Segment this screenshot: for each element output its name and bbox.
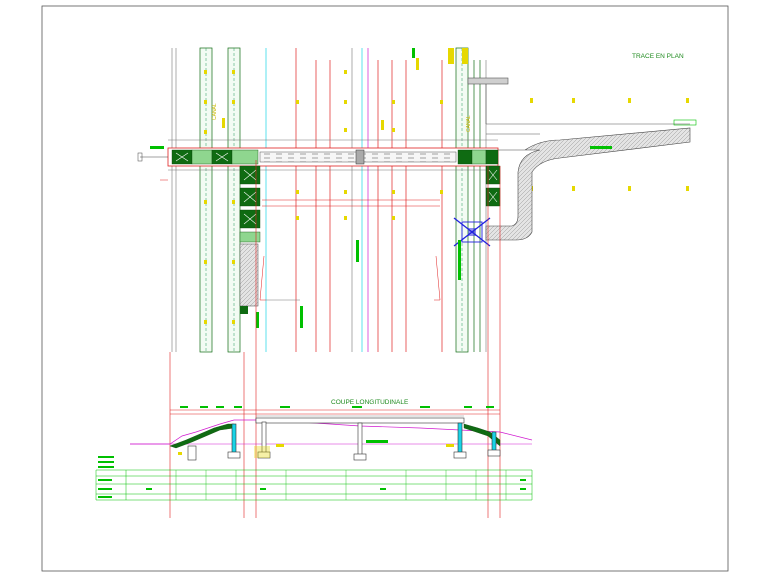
section-dim-labels — [180, 406, 494, 408]
plan-view — [137, 47, 697, 353]
section-view — [95, 160, 533, 518]
canal-label-right: CANAL — [466, 115, 472, 132]
section-title: COUPE LONGITUDINALE — [331, 399, 409, 406]
section-dimension-strip — [170, 409, 500, 415]
profile-table — [95, 456, 533, 501]
right-approach-stair — [463, 423, 501, 447]
plan-road-top — [467, 77, 690, 135]
left-approach-stair — [169, 423, 235, 449]
plan-title: TRACE EN PLAN — [632, 53, 684, 60]
canal-label-left: CANAL — [212, 103, 218, 120]
pathway-end-marker — [673, 119, 697, 126]
sheet-frame — [41, 5, 729, 572]
plan-green-notes — [256, 48, 612, 328]
ramp-left-base — [240, 306, 248, 314]
ramp-left — [239, 243, 259, 307]
pier-annotations — [178, 440, 454, 458]
bridge-deck-section — [255, 417, 465, 424]
section-vertical-refs — [169, 160, 501, 518]
plan-yellow-ticks — [204, 48, 689, 324]
canal-right — [455, 47, 481, 353]
pathway-hatched — [485, 127, 691, 241]
terrain-profile — [130, 419, 533, 445]
landing-crosses — [175, 152, 498, 225]
plan-dimension-lines — [160, 179, 441, 301]
section-piers — [187, 421, 501, 461]
